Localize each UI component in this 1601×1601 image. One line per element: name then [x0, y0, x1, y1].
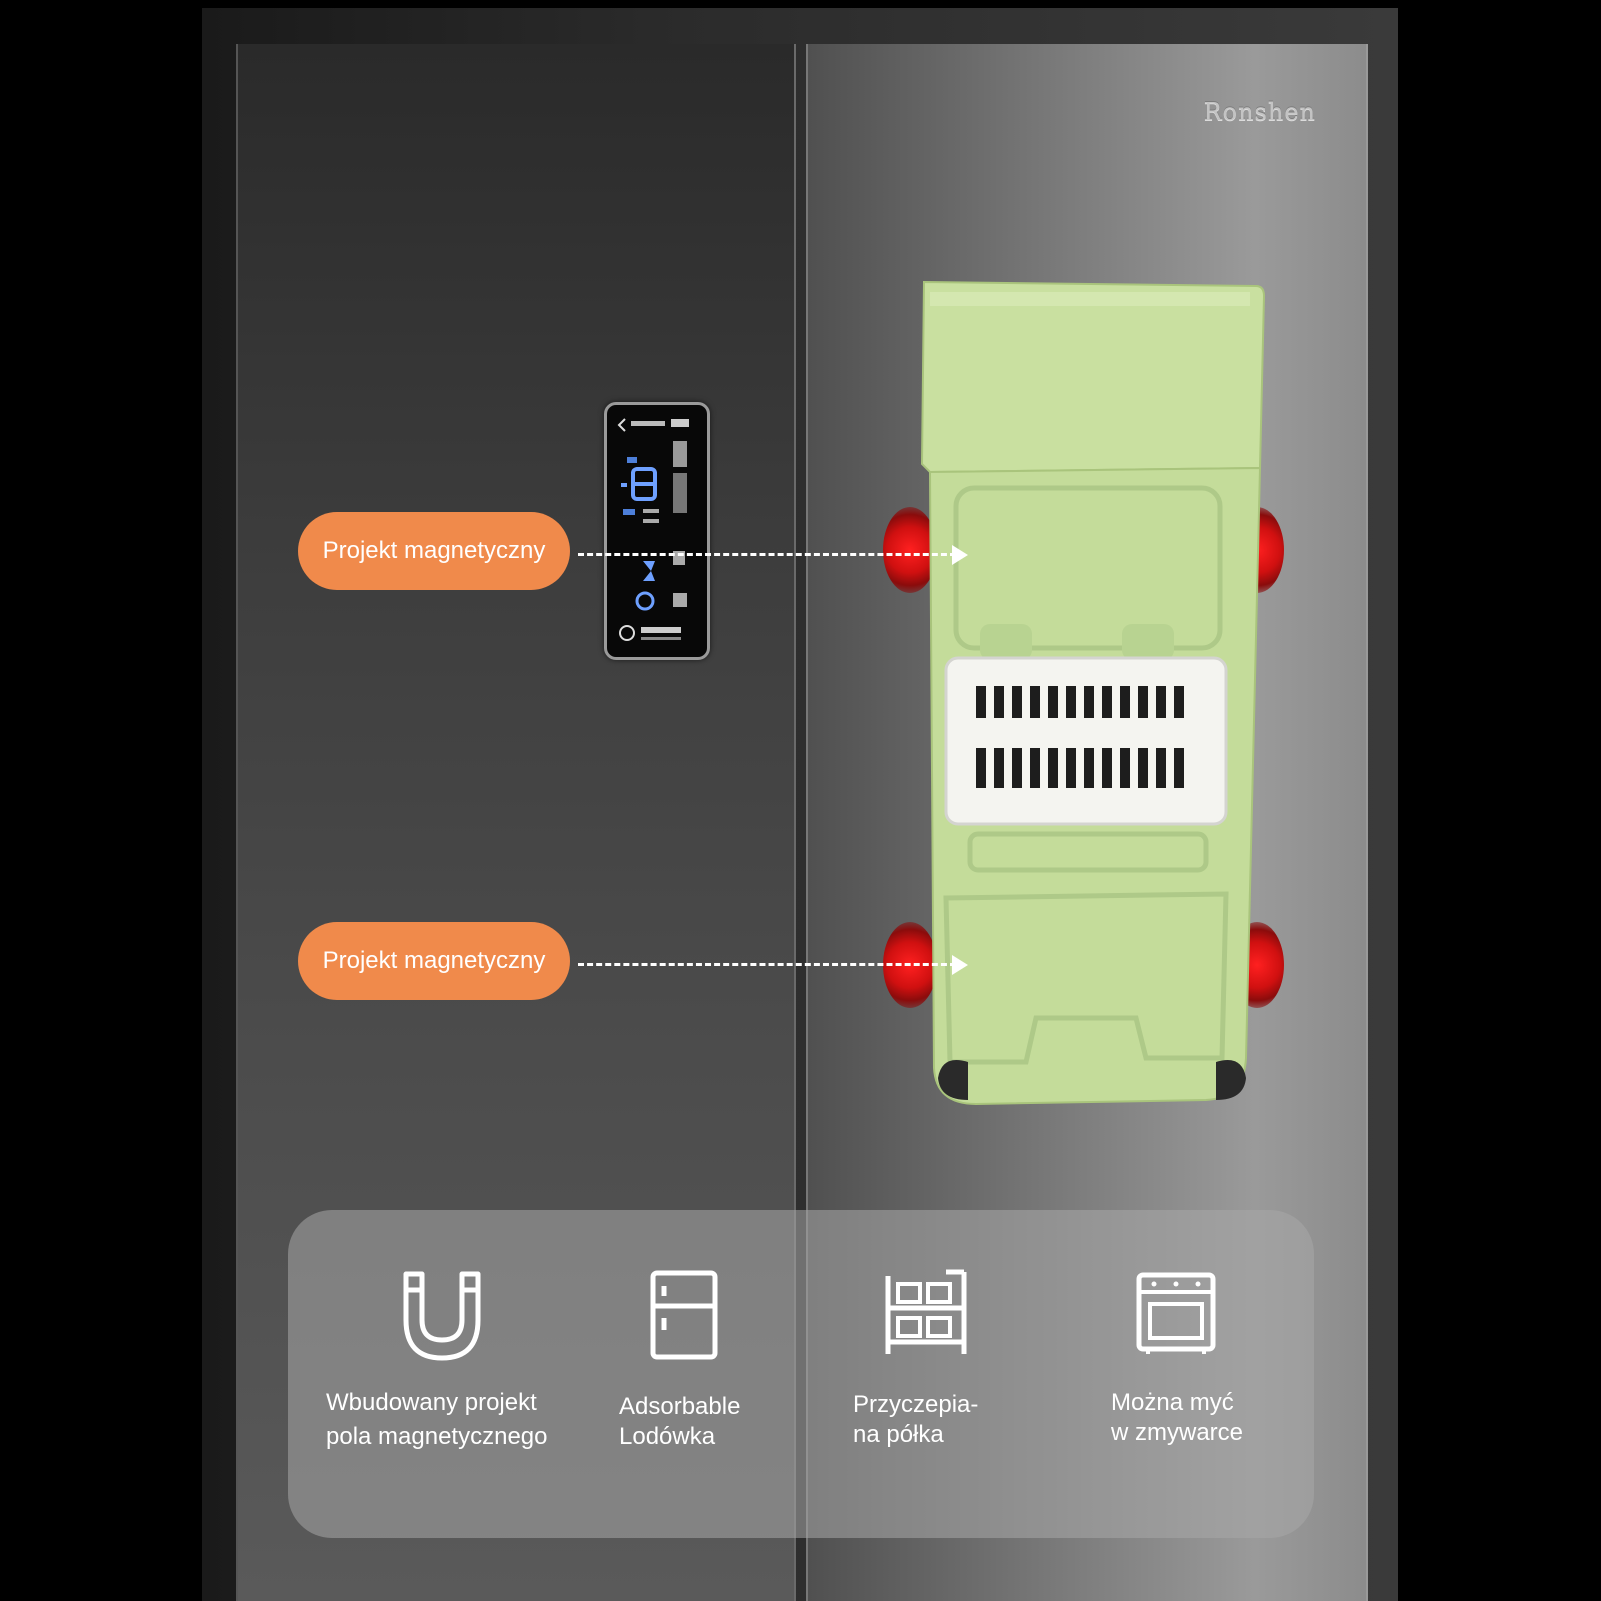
- arrow-right-icon: [952, 955, 968, 975]
- feature-label-attachable-shelf: Przyczepia- na półka: [853, 1391, 979, 1448]
- callout-magnetic-design-bottom: Projekt magnetyczny: [298, 922, 570, 1000]
- callout-magnetic-design-top: Projekt magnetyczny: [298, 512, 570, 590]
- control-panel-display: [604, 402, 710, 660]
- feature-label-adsorbable-fridge: Adsorbable Lodówka: [619, 1393, 741, 1450]
- callout-pointer-line-bottom: [578, 963, 956, 966]
- fridge-icon: [650, 1270, 718, 1360]
- feature-label-magnetic-field: Wbudowany projekt pola magnetycznego: [326, 1389, 548, 1450]
- magnet-icon: [403, 1271, 481, 1361]
- magnet-indicator-top-left: [883, 507, 937, 593]
- brand-logo: Ronshen: [1203, 98, 1316, 126]
- arrow-right-icon: [952, 545, 968, 565]
- magnetic-shelf-product: [916, 278, 1266, 1120]
- feature-label-dishwasher-safe: Można myć w zmywarce: [1111, 1389, 1244, 1446]
- features-panel: Wbudowany projekt pola magnetycznego Ads…: [288, 1210, 1314, 1538]
- shelf-icon: [885, 1269, 967, 1354]
- oven-icon: [1136, 1272, 1216, 1354]
- callout-pointer-line-top: [578, 553, 956, 556]
